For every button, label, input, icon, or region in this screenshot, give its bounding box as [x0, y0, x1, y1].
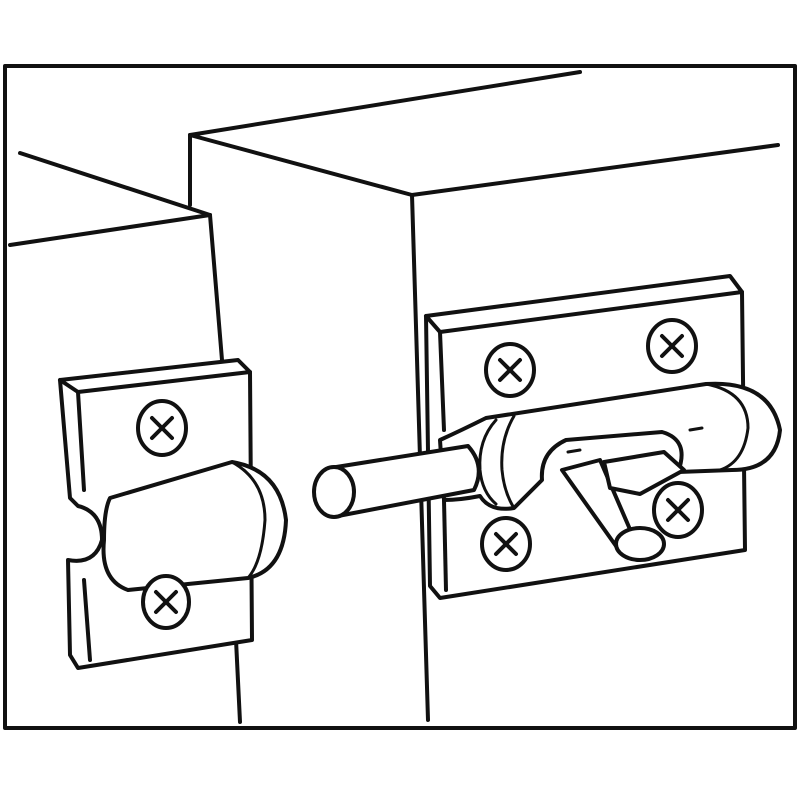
screw-head-icon — [484, 342, 536, 398]
screw-head-icon — [480, 516, 532, 572]
screw-head-icon — [652, 481, 704, 539]
left-door-frame — [8, 151, 242, 724]
bolt-handle — [560, 450, 686, 562]
screw-head-icon — [136, 399, 188, 457]
screw-head-icon — [646, 318, 698, 374]
bolt-housing — [438, 381, 782, 511]
frame-border — [3, 64, 797, 730]
bolt-rod — [312, 444, 481, 519]
left-keeper-bracket — [58, 358, 288, 670]
screw-head-icon — [141, 574, 191, 630]
keeper-barrel — [101, 460, 288, 592]
